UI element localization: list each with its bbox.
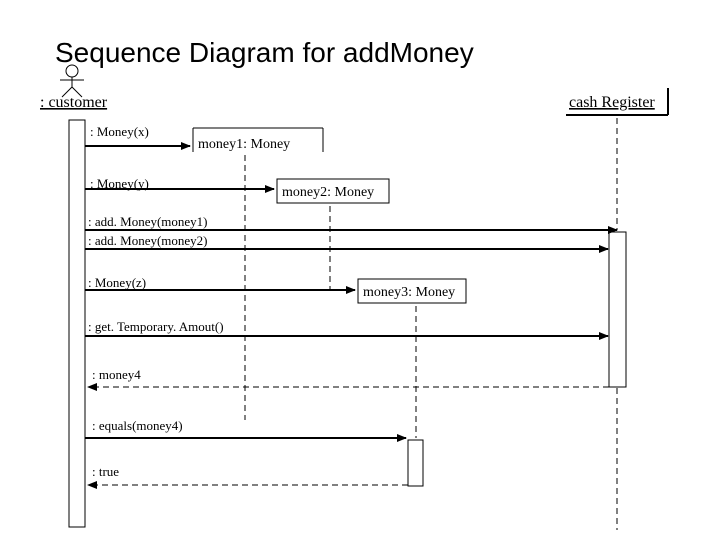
message-label-true: : true bbox=[92, 464, 119, 479]
stick-figure-icon bbox=[60, 64, 84, 98]
customer-actor-label: : customer bbox=[40, 94, 108, 111]
message-label-money-y: : Money(y) bbox=[90, 176, 149, 191]
money1-object: money1: Money bbox=[192, 127, 324, 152]
diagram-title: Sequence Diagram for addMoney bbox=[55, 37, 474, 68]
cash-register-object: cash Register bbox=[566, 88, 669, 116]
message-label-add-money2: : add. Money(money2) bbox=[88, 233, 208, 248]
cash-register-label: cash Register bbox=[569, 94, 655, 111]
message-label-money4: : money4 bbox=[92, 367, 141, 382]
message-label-money-z: : Money(z) bbox=[88, 275, 146, 290]
message-label-add-money1: : add. Money(money1) bbox=[88, 214, 208, 229]
money2-object: money2: Money bbox=[276, 178, 390, 204]
money1-label: money1: Money bbox=[198, 137, 290, 152]
money3-object: money3: Money bbox=[357, 278, 467, 304]
cash-register-activation-bar bbox=[608, 231, 627, 388]
message-label-get-temporary-amout: : get. Temporary. Amout() bbox=[88, 319, 224, 334]
customer-activation-bar bbox=[68, 119, 86, 528]
money2-label: money2: Money bbox=[282, 185, 374, 200]
message-label-equals: : equals(money4) bbox=[92, 418, 183, 433]
message-label-money-x: : Money(x) bbox=[90, 124, 149, 139]
money3-label: money3: Money bbox=[363, 285, 455, 300]
money3-activation-bar bbox=[407, 439, 424, 487]
